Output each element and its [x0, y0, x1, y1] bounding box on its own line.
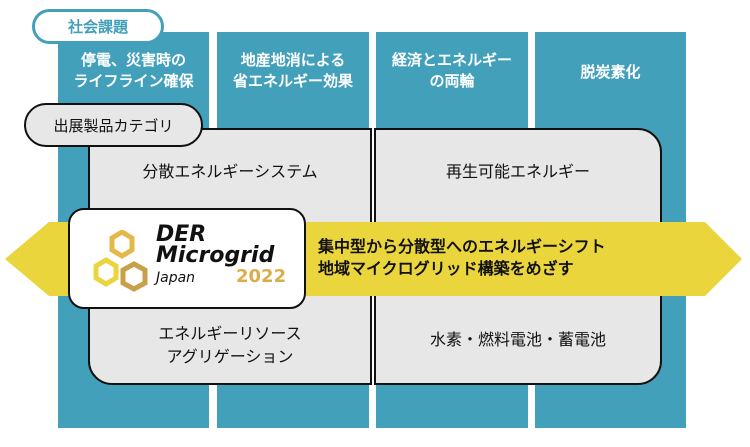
category-label: 出展製品カテゴリ	[24, 103, 203, 147]
issue-text: 経済とエネルギー	[391, 51, 512, 69]
issue-text: 停電、災害時の	[80, 51, 186, 69]
logo-box: DER Microgrid Japan 2022	[68, 208, 306, 309]
issue-text: の両輪	[429, 72, 475, 90]
issue-text: ライフライン確保	[73, 72, 194, 90]
category-aggregation-line1: エネルギーリソース	[158, 324, 302, 343]
logo-year: 2022	[236, 266, 287, 287]
category-hydrogen-battery: 水素・燃料電池・蓄電池	[429, 330, 606, 349]
issue-text: 省エネルギー効果	[232, 72, 353, 90]
arrow-text-line1: 集中型から分散型へのエネルギーシフト	[318, 237, 606, 256]
issue-text: 脱炭素化	[580, 63, 641, 81]
issue-text: 地産地消による	[240, 51, 346, 69]
arrow-text: 集中型から分散型へのエネルギーシフト 地域マイクログリッド構築をめざす	[318, 236, 606, 280]
category-distributed-energy: 分散エネルギーシステム	[142, 162, 318, 181]
hexagon-logo-icon	[93, 230, 148, 292]
arrow-text-line2: 地域マイクログリッド構築をめざす	[318, 259, 574, 278]
logo-der: DER	[156, 222, 207, 247]
logo-japan: Japan	[156, 270, 196, 286]
category-aggregation-line2: アグリゲーション	[166, 347, 294, 366]
category-renewable: 再生可能エネルギー	[445, 162, 590, 181]
social-issues-label: 社会課題	[32, 9, 164, 44]
logo-microgrid: Microgrid	[156, 243, 275, 268]
